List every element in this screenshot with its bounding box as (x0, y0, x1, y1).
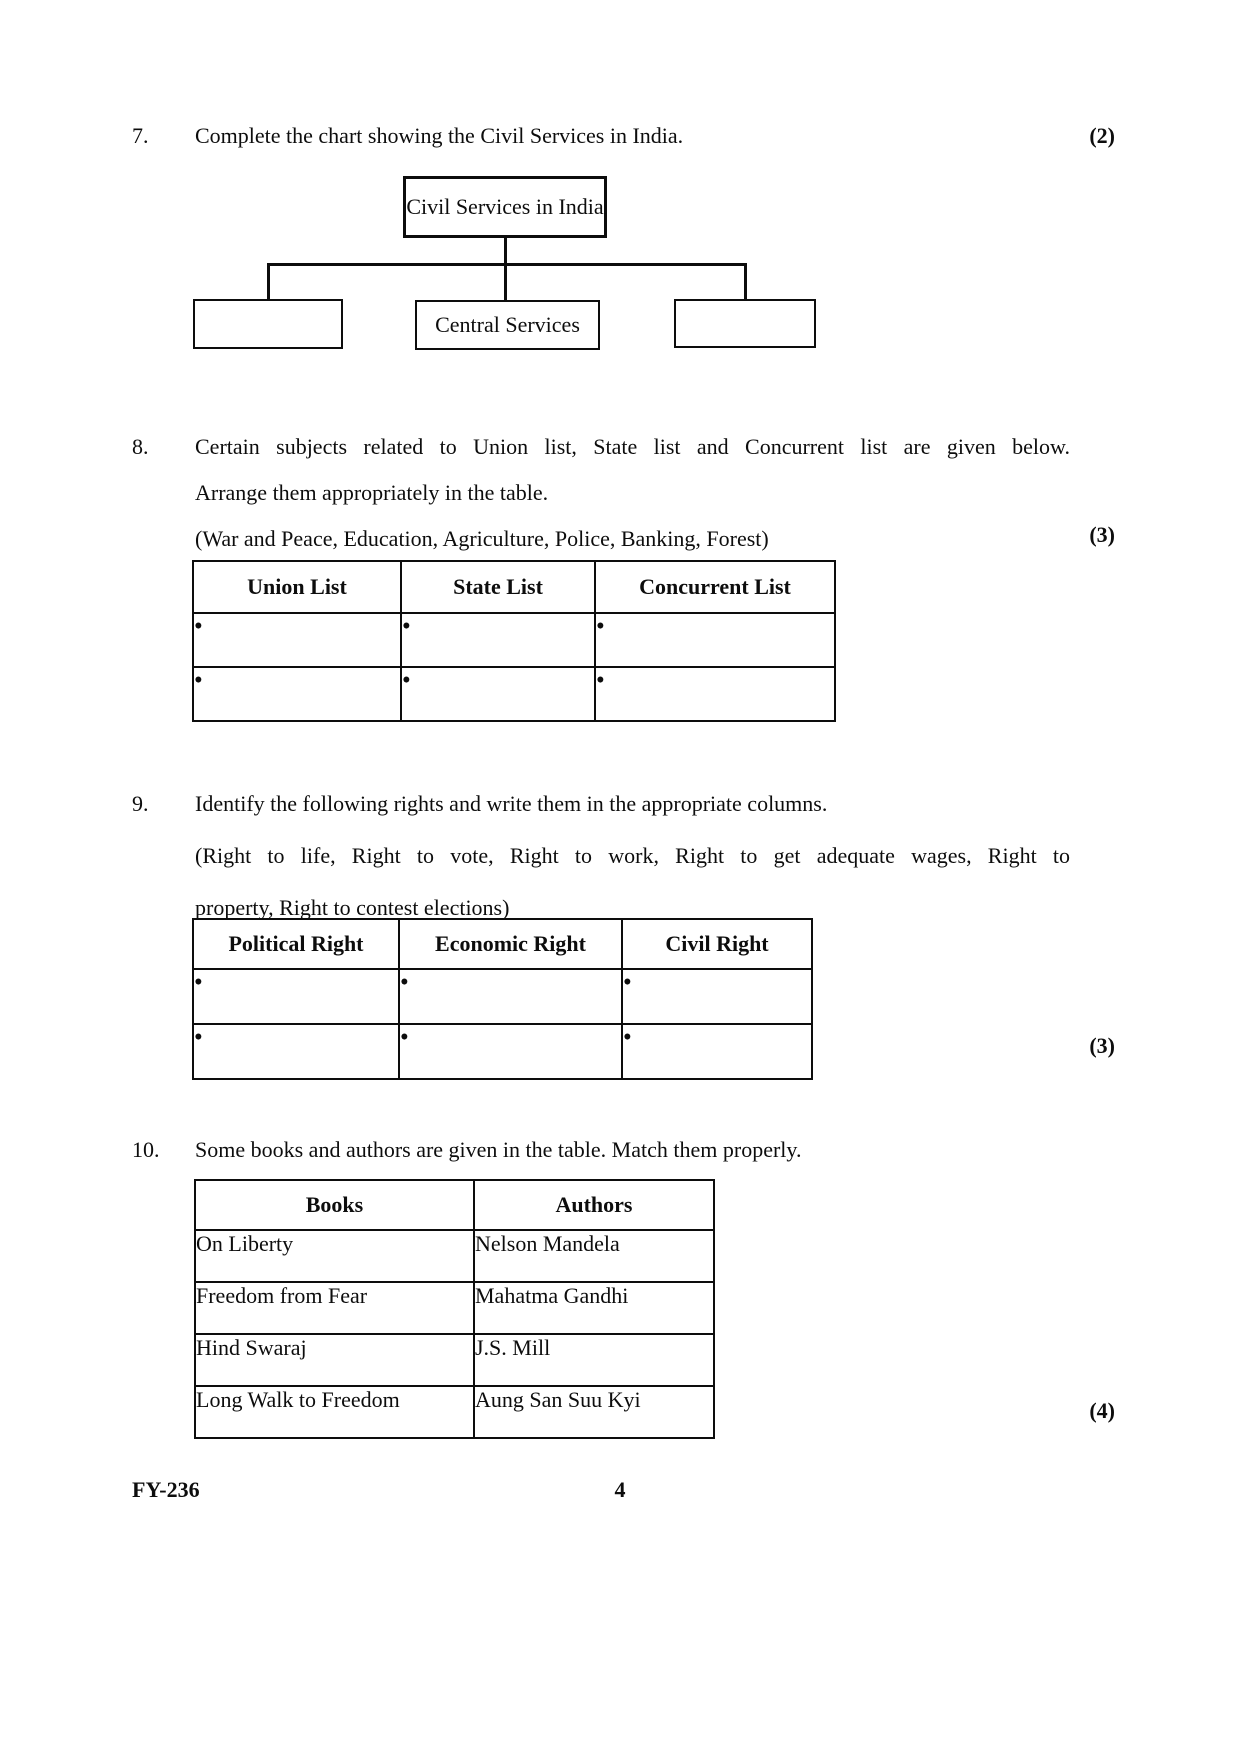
question-9-number: 9. (132, 791, 149, 816)
question-10-text: Some books and authors are given in the … (195, 1137, 802, 1162)
q10-header-authors: Authors (473, 1179, 715, 1231)
q9-blank-cell: • (621, 968, 813, 1025)
flowchart-left-blank-box (193, 299, 343, 349)
question-8-number: 8. (132, 434, 149, 459)
question-8-subjects-list: (War and Peace, Education, Agriculture, … (195, 526, 769, 551)
bullet-marker: • (194, 667, 203, 694)
q9-table-header-row: Political Right Economic Right Civil Rig… (192, 918, 813, 970)
paper-code: FY-236 (132, 1477, 200, 1502)
book-cell: Hind Swaraj (194, 1333, 475, 1387)
q8-header-state-list: State List (400, 560, 596, 614)
civil-services-flowchart: Civil Services in India Central Services (0, 176, 1241, 361)
q8-blank-cell: • (594, 666, 836, 722)
q8-blank-row: • • • (192, 612, 836, 668)
flowchart-connector-right-vertical (744, 263, 747, 300)
bullet-marker: • (623, 969, 632, 996)
q9-header-economic-right: Economic Right (398, 918, 623, 970)
question-9-marks: (3) (1089, 1033, 1115, 1058)
bullet-marker: • (194, 969, 203, 996)
question-8-marks: (3) (1089, 522, 1115, 547)
bullet-marker: • (400, 969, 409, 996)
book-cell: Freedom from Fear (194, 1281, 475, 1335)
q8-header-concurrent-list: Concurrent List (594, 560, 836, 614)
q9-blank-cell: • (192, 1023, 400, 1080)
question-8: 8. Certain subjects related to Union lis… (132, 424, 1070, 562)
bullet-marker: • (194, 613, 203, 640)
question-7-marks: (2) (1089, 123, 1115, 148)
q8-blank-cell: • (400, 666, 596, 722)
page-number: 4 (614, 1477, 626, 1502)
q9-blank-cell: • (621, 1023, 813, 1080)
question-7-number: 7. (132, 123, 149, 148)
flowchart-right-blank-box (674, 299, 816, 348)
q8-blank-cell: • (192, 666, 402, 722)
author-cell: J.S. Mill (473, 1333, 715, 1387)
q10-table-header-row: Books Authors (194, 1179, 715, 1231)
bullet-marker: • (402, 667, 411, 694)
q9-header-political-right: Political Right (192, 918, 400, 970)
q9-header-civil-right: Civil Right (621, 918, 813, 970)
flowchart-connector-center-vertical (504, 263, 507, 302)
q8-blank-row: • • • (192, 666, 836, 722)
q8-blank-cell: • (400, 612, 596, 668)
question-10-marks: (4) (1089, 1398, 1115, 1423)
q10-table-row: Freedom from Fear Mahatma Gandhi (194, 1281, 715, 1335)
flowchart-connector-root-vertical (504, 238, 507, 263)
author-cell: Mahatma Gandhi (473, 1281, 715, 1335)
question-9-rights-list-line2: property, Right to contest elections) (195, 895, 510, 920)
bullet-marker: • (400, 1024, 409, 1051)
question-9-rights-list-line1: (Right to life, Right to vote, Right to … (195, 843, 1070, 868)
question-10-number: 10. (132, 1137, 160, 1162)
bullet-marker: • (596, 667, 605, 694)
flowchart-center-box: Central Services (415, 300, 600, 350)
question-8-text-line2: Arrange them appropriately in the table. (195, 480, 549, 505)
q9-blank-cell: • (398, 968, 623, 1025)
question-7-text: Complete the chart showing the Civil Ser… (195, 123, 684, 148)
q9-blank-cell: • (192, 968, 400, 1025)
q8-lists-table: Union List State List Concurrent List • … (192, 560, 836, 722)
q10-table-row: Long Walk to Freedom Aung San Suu Kyi (194, 1385, 715, 1439)
question-9: 9. Identify the following rights and wri… (132, 778, 1070, 934)
question-9-text-line1: Identify the following rights and write … (195, 791, 828, 816)
flowchart-connector-horizontal (267, 263, 746, 266)
question-10: 10. Some books and authors are given in … (132, 1133, 1070, 1167)
book-cell: Long Walk to Freedom (194, 1385, 475, 1439)
question-7: 7. Complete the chart showing the Civil … (132, 119, 1070, 153)
q10-table-row: On Liberty Nelson Mandela (194, 1229, 715, 1283)
q8-header-union-list: Union List (192, 560, 402, 614)
q10-books-authors-table: Books Authors On Liberty Nelson Mandela … (194, 1179, 715, 1439)
q9-blank-row: • • • (192, 1023, 813, 1080)
q9-rights-table: Political Right Economic Right Civil Rig… (192, 918, 813, 1080)
author-cell: Nelson Mandela (473, 1229, 715, 1283)
q8-blank-cell: • (192, 612, 402, 668)
question-8-text-line1: Certain subjects related to Union list, … (195, 434, 1070, 459)
bullet-marker: • (596, 613, 605, 640)
book-cell: On Liberty (194, 1229, 475, 1283)
flowchart-root-box: Civil Services in India (403, 176, 607, 238)
q10-header-books: Books (194, 1179, 475, 1231)
q9-blank-cell: • (398, 1023, 623, 1080)
q9-blank-row: • • • (192, 968, 813, 1025)
q10-table-row: Hind Swaraj J.S. Mill (194, 1333, 715, 1387)
author-cell: Aung San Suu Kyi (473, 1385, 715, 1439)
q8-table-header-row: Union List State List Concurrent List (192, 560, 836, 614)
bullet-marker: • (402, 613, 411, 640)
bullet-marker: • (623, 1024, 632, 1051)
q8-blank-cell: • (594, 612, 836, 668)
flowchart-connector-left-vertical (267, 263, 270, 300)
bullet-marker: • (194, 1024, 203, 1051)
